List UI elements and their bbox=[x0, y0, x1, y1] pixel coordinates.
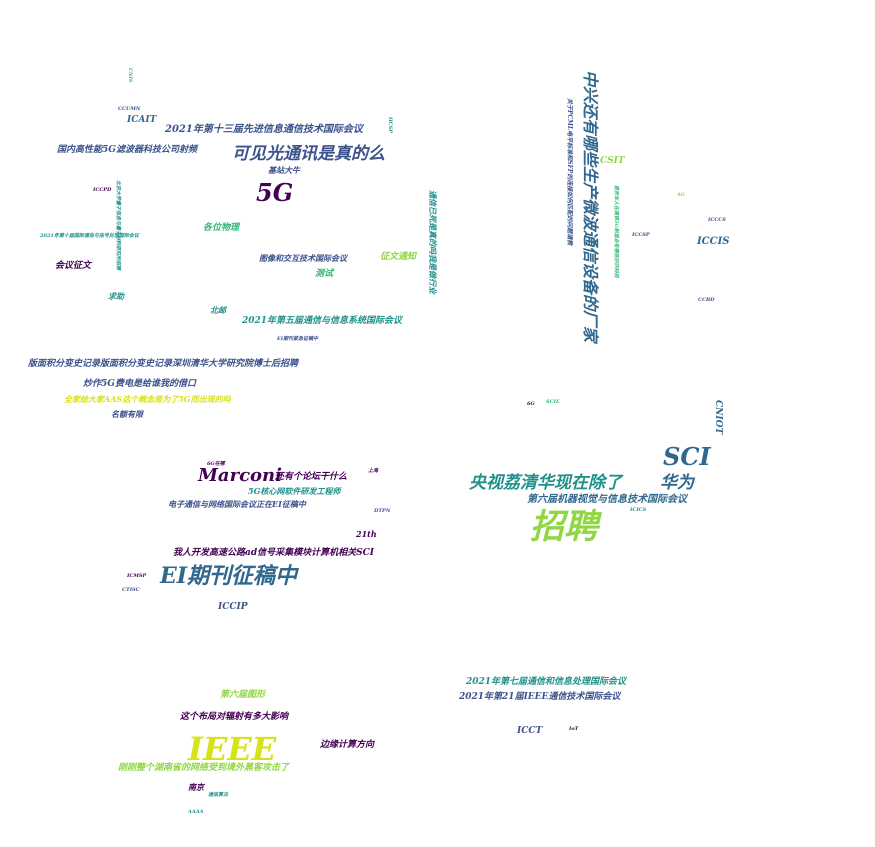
cloud-word: 各位物理 bbox=[203, 223, 240, 233]
cloud-word: 征文通知 bbox=[380, 252, 417, 262]
cloud-word: ICMSP bbox=[127, 573, 147, 579]
cloud-word: 招聘 bbox=[530, 507, 598, 547]
cloud-word: ICICS bbox=[630, 507, 647, 513]
cloud-word: Marconi bbox=[198, 465, 282, 486]
cloud-word: IICSP bbox=[387, 117, 393, 134]
cloud-word: 6G bbox=[527, 401, 535, 407]
cloud-word: ICCIP bbox=[218, 602, 248, 612]
cloud-word: 测试 bbox=[315, 269, 334, 279]
cloud-word: 上海 bbox=[368, 468, 379, 474]
cloud-word: 通信算法 bbox=[208, 792, 229, 798]
cloud-word: 版面积分变史记录版面积分变史记录深圳清华大学研究院博士后招聘 bbox=[28, 359, 299, 369]
cloud-word: 关于PCML电平标准和SFP的连接如何匹配的问题请教 bbox=[566, 98, 573, 246]
cloud-word: 会议征文 bbox=[55, 261, 92, 271]
cloud-word: SCI bbox=[663, 442, 711, 471]
cloud-word: 2021年第七届通信和信息处理国际会议 bbox=[466, 677, 627, 687]
cloud-word: 5G bbox=[256, 178, 294, 207]
cloud-word: 还有个论坛干什么 bbox=[275, 472, 348, 482]
cloud-word: ICCT bbox=[517, 726, 543, 736]
cloud-word: 名额有限 bbox=[111, 409, 143, 419]
cloud-word: 图像和交互技术国际会议 bbox=[259, 253, 347, 263]
cloud-word: CCBD bbox=[698, 297, 715, 303]
cloud-word: IoT bbox=[569, 726, 579, 732]
cloud-word: 央视荔清华现在除了 bbox=[469, 473, 622, 493]
cloud-word: 2021年第五届通信与信息系统国际会议 bbox=[242, 316, 403, 326]
cloud-word: 我人开发高速公路ad信号采集模块计算机相关SCI bbox=[173, 548, 374, 558]
cloud-word: 通信已死是真的吗我是做行业 bbox=[428, 190, 438, 294]
cloud-word: CSIT bbox=[600, 156, 625, 166]
cloud-word: ICCSP bbox=[632, 232, 650, 238]
cloud-word: 2021年第十三届先进信息通信技术国际会议 bbox=[165, 124, 363, 135]
cloud-word: 第六届机器视觉与信息技术国际会议 bbox=[527, 494, 687, 505]
cloud-word: 全家给大家AAS这个概念是为了5G而出现的吗 bbox=[64, 394, 231, 404]
cloud-word: 电子通信与网络国际会议正在EI征稿中 bbox=[168, 499, 306, 509]
cloud-word: 4G bbox=[677, 192, 685, 198]
cloud-word: EI期刊征稿中 bbox=[160, 563, 298, 589]
cloud-word: ICCPD bbox=[93, 187, 112, 193]
cloud-word: 刚刚整个湖南省的网络受到境外黑客攻击了 bbox=[118, 763, 290, 773]
cloud-word: 国内高性能5G滤波器科技公司射频 bbox=[57, 145, 197, 155]
cloud-word: CNIOT bbox=[713, 400, 723, 435]
cloud-word: 可见光通讯是真的么 bbox=[232, 144, 385, 164]
cloud-word: 5G核心网软件研发工程师 bbox=[248, 486, 341, 496]
cloud-word: ICCIS bbox=[697, 236, 730, 247]
cloud-word: 北邮 bbox=[210, 305, 226, 315]
cloud-word: 华为 bbox=[660, 473, 694, 493]
cloud-word: 基站大牛 bbox=[268, 165, 300, 175]
cloud-word: 6G在哪 bbox=[207, 461, 225, 467]
cloud-word: ICAIT bbox=[127, 115, 157, 125]
cloud-word: 求助 bbox=[108, 291, 124, 301]
cloud-word: 这个布局对辐射有多大影响 bbox=[180, 712, 289, 722]
cloud-word: CCUMN bbox=[118, 106, 141, 112]
cloud-word: 边缘计算方向 bbox=[320, 740, 375, 750]
cloud-word: 北京大学量子信息与量子材料研究所招聘 bbox=[115, 180, 121, 271]
cloud-word: 21th bbox=[356, 529, 377, 539]
cloud-word: ICCCS bbox=[708, 217, 726, 223]
cloud-word: SCIE bbox=[546, 399, 560, 405]
cloud-word: 第六届图形 bbox=[220, 690, 266, 700]
cloud-word: 是否本人在高铁5G制造业有哪些好的科技 bbox=[613, 185, 619, 278]
cloud-word: CNIS bbox=[127, 68, 133, 83]
cloud-word: DTPN bbox=[374, 508, 391, 514]
cloud-word: 2021年第21届IEEE通信技术国际会议 bbox=[459, 692, 621, 702]
cloud-word: 中兴还有哪些生产微波通信设备的厂家 bbox=[581, 70, 600, 343]
cloud-word: 南京 bbox=[188, 782, 204, 792]
cloud-word: AAAA bbox=[188, 809, 204, 815]
cloud-word: CTISC bbox=[122, 587, 140, 593]
cloud-word: EI期刊紧急征稿中 bbox=[277, 336, 319, 342]
cloud-word: IEEE bbox=[188, 730, 277, 768]
cloud-word: 炒作5G费电是给谁我的借口 bbox=[83, 379, 196, 389]
cloud-word: 2021年第十届国际通信与信号处理国际会议 bbox=[40, 233, 139, 239]
